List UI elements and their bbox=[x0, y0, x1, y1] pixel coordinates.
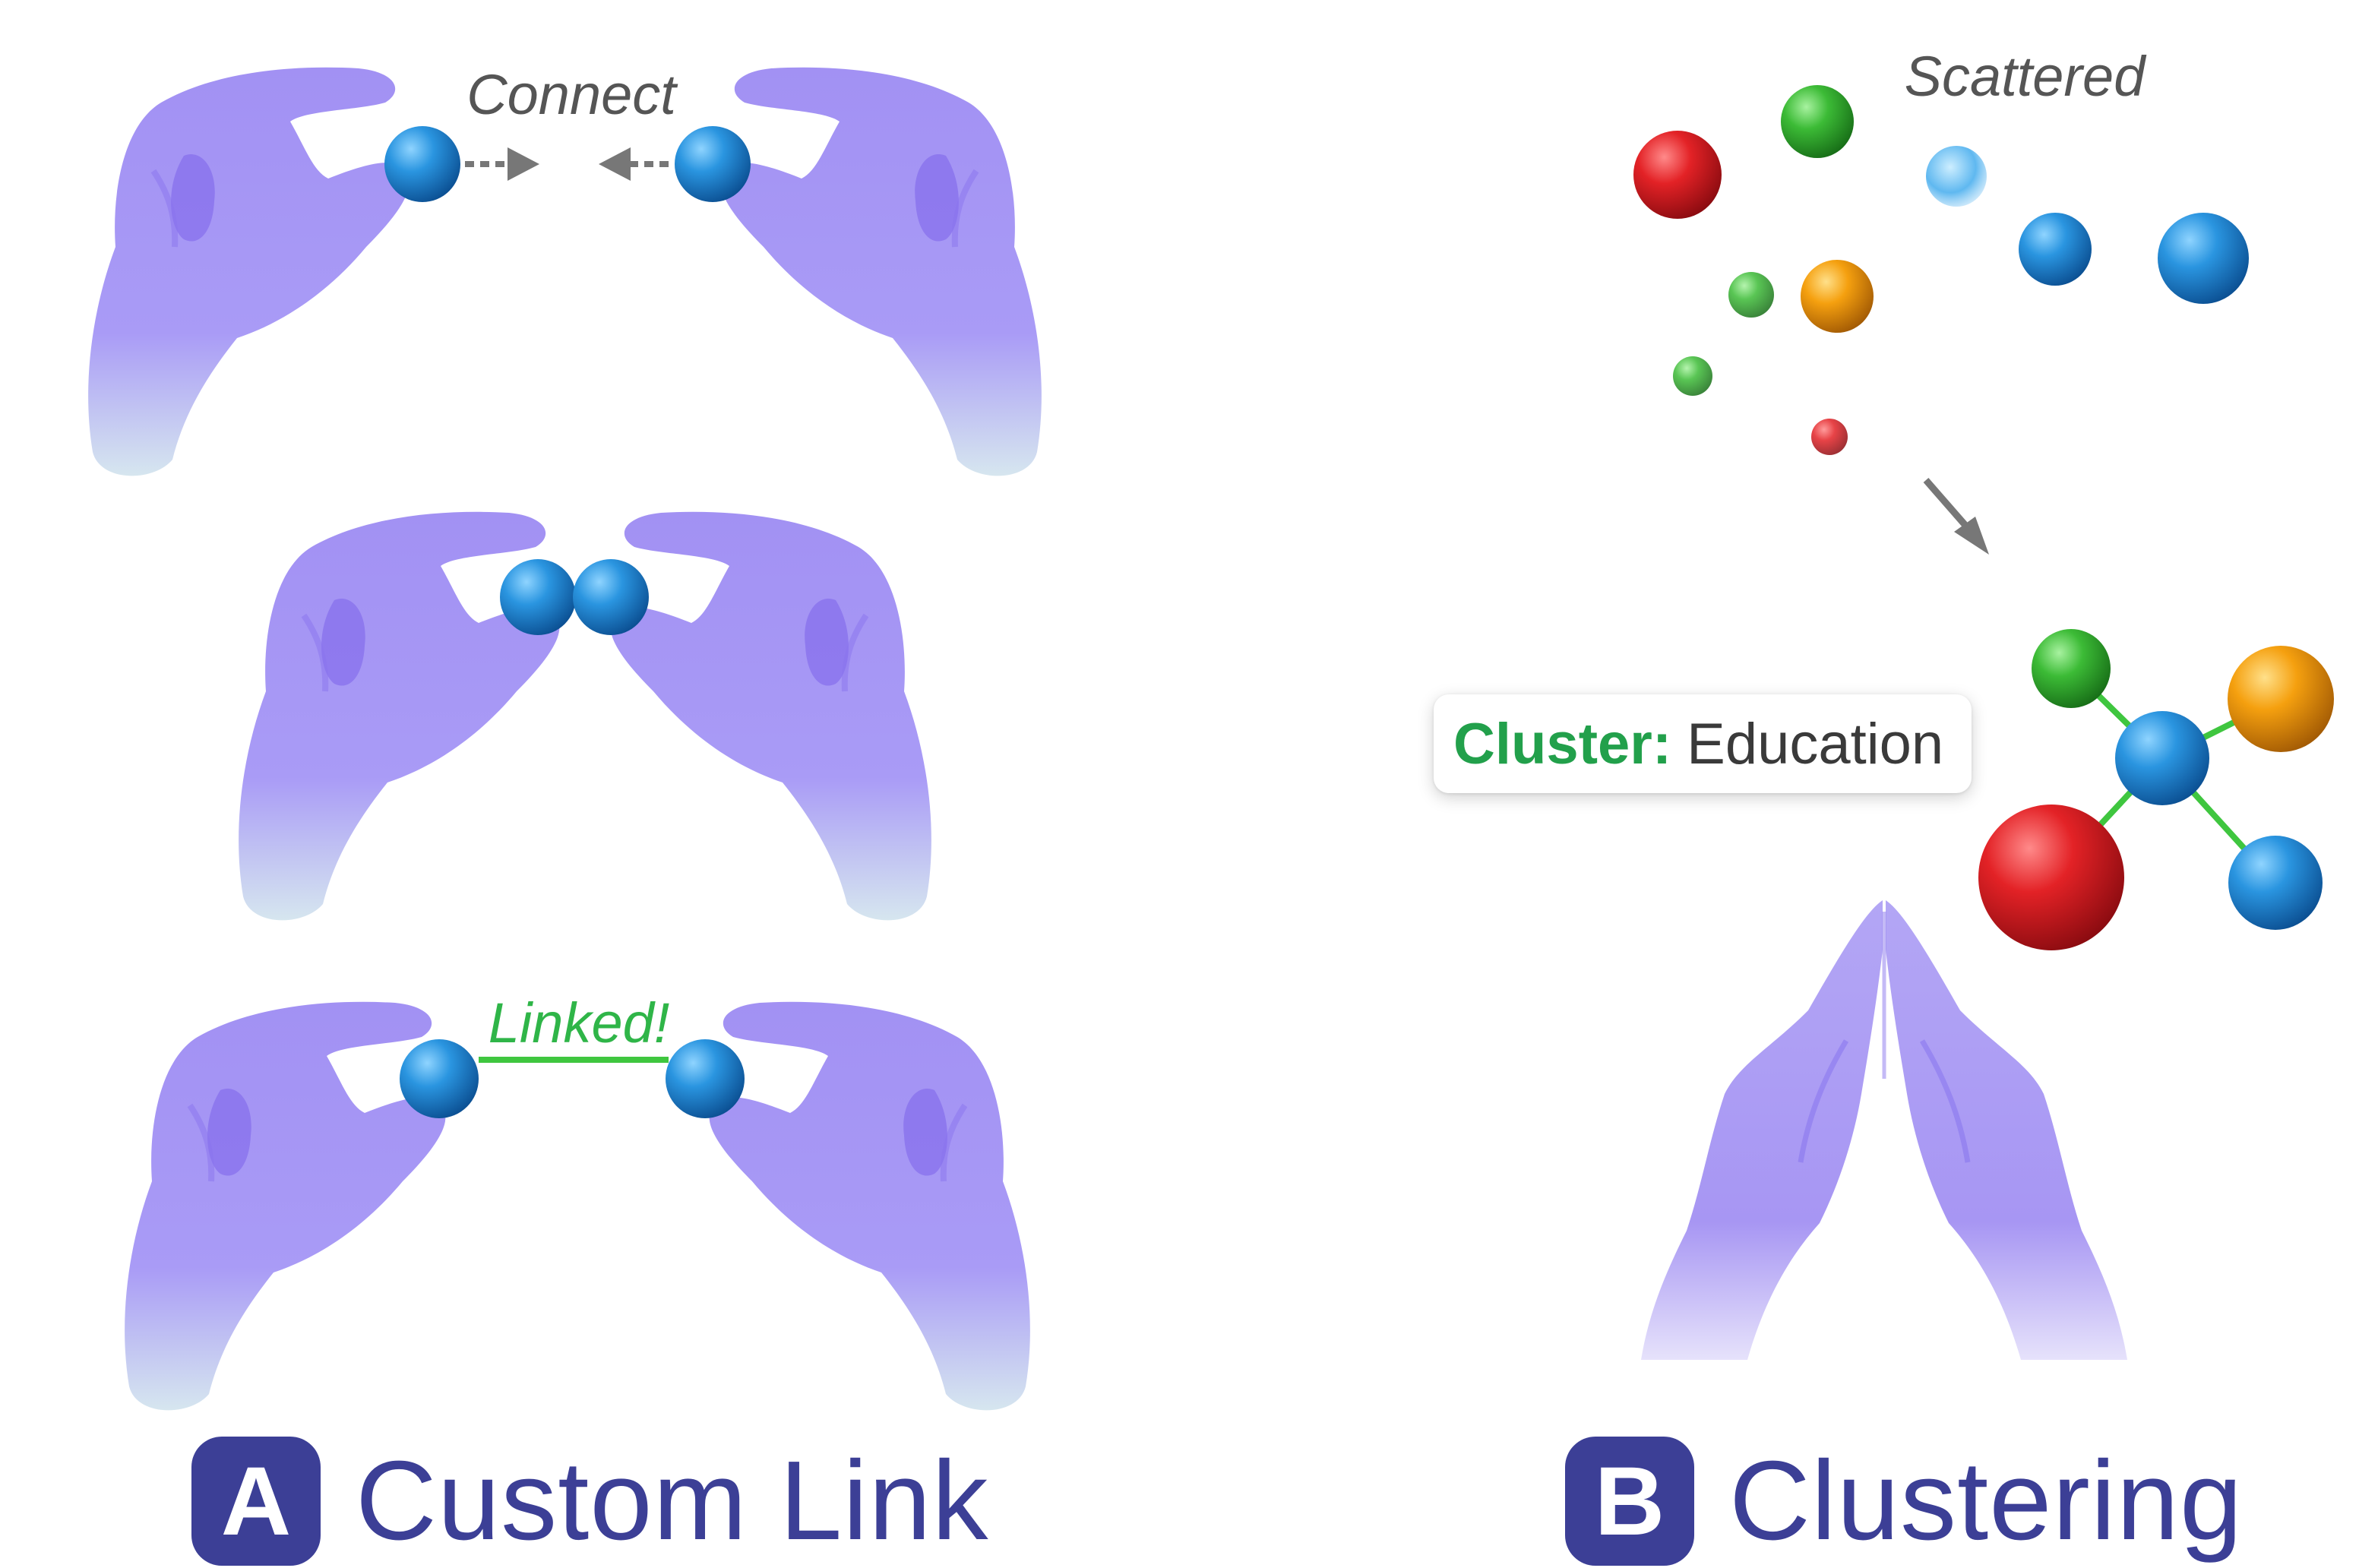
scattered-node-green-small bbox=[1673, 356, 1712, 396]
node-left bbox=[500, 559, 576, 635]
scattered-node-blue-faded bbox=[1926, 146, 1987, 207]
scattered-node-red-small bbox=[1811, 419, 1848, 455]
node-left bbox=[400, 1039, 479, 1118]
cluster-node-orange bbox=[2228, 646, 2334, 752]
right-pinch-hand-icon bbox=[611, 512, 931, 921]
cluster-center-node bbox=[2115, 711, 2209, 805]
linked-label: Linked! bbox=[489, 991, 670, 1054]
arrow-head-right-icon bbox=[508, 147, 539, 181]
connect-step: Connect bbox=[88, 63, 1042, 476]
cluster-value-label: Education bbox=[1687, 711, 1944, 776]
transition-arrow bbox=[1923, 478, 1971, 530]
cluster-graph bbox=[1978, 629, 2334, 950]
cluster-node-red bbox=[1978, 805, 2124, 950]
scattered-node-blue bbox=[2158, 213, 2249, 304]
cluster-node-green bbox=[2032, 629, 2111, 708]
left-pinch-hand-icon bbox=[88, 68, 409, 476]
node-left bbox=[384, 126, 460, 202]
right-pinch-hand-icon bbox=[721, 68, 1042, 476]
panel-a-custom-link: Connect Linked! bbox=[88, 63, 1042, 1410]
panel-b-title-text: Clustering bbox=[1729, 1438, 2244, 1563]
right-pinch-hand-icon bbox=[710, 1002, 1030, 1411]
scattered-label: Scattered bbox=[1905, 45, 2148, 108]
panel-b-title: B Clustering bbox=[1565, 1434, 2243, 1568]
cluster-hands-icon bbox=[1641, 900, 2127, 1360]
panel-a-title-text: Custom Link bbox=[356, 1438, 989, 1563]
panel-a-title: A Custom Link bbox=[191, 1434, 989, 1568]
left-pinch-hand-icon bbox=[125, 1002, 445, 1411]
cluster-label-card: Cluster: Education bbox=[1434, 694, 1972, 793]
scattered-nodes bbox=[1633, 85, 2249, 455]
scattered-node-orange bbox=[1801, 260, 1874, 333]
panel-a-badge: A bbox=[191, 1437, 321, 1566]
node-right bbox=[573, 559, 649, 635]
arrow-head-left-icon bbox=[599, 147, 631, 181]
scattered-node-green-small bbox=[1728, 272, 1774, 318]
scattered-node-red bbox=[1633, 131, 1722, 219]
cluster-node-blue bbox=[2228, 836, 2323, 930]
scattered-node-blue bbox=[2019, 213, 2092, 286]
linked-step: Linked! bbox=[125, 991, 1030, 1410]
node-right bbox=[675, 126, 751, 202]
cluster-key-label: Cluster: bbox=[1453, 711, 1672, 776]
transition-arrow-head-icon bbox=[1954, 517, 1989, 555]
scattered-node-green bbox=[1781, 85, 1854, 158]
join-step bbox=[239, 512, 931, 921]
panel-b-badge: B bbox=[1565, 1437, 1694, 1566]
connect-label: Connect bbox=[466, 63, 678, 126]
node-right bbox=[666, 1039, 745, 1118]
panel-b-clustering: Scattered bbox=[1633, 45, 2334, 1360]
